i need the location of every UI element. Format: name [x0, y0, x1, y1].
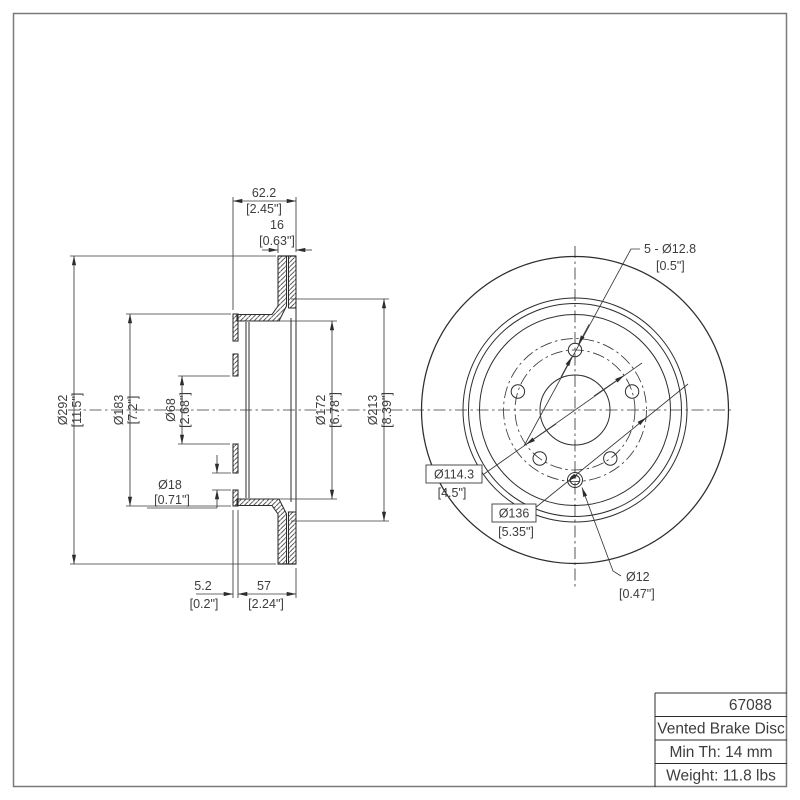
- section-left-plate-bottom: [236, 498, 288, 565]
- dim-label: Ø18: [158, 478, 182, 492]
- dimension-arrow: [637, 417, 647, 426]
- bolt-hole: [624, 384, 640, 399]
- dim-label: [0.5"]: [656, 259, 685, 273]
- sheet-frame: [12, 12, 788, 788]
- hat-outer-circle: [462, 297, 688, 523]
- dim-label: Ø68: [164, 398, 178, 422]
- dim-label: [2.68"]: [178, 392, 192, 428]
- dim-label: [6.78"]: [328, 392, 342, 428]
- leader-line: [523, 248, 640, 447]
- dim-band-thickness: 16 [0.63"]: [259, 218, 312, 253]
- dim-label: 5.2: [194, 579, 211, 593]
- dim-label: [0.2"]: [190, 597, 219, 611]
- section-flange-segment: [232, 489, 239, 507]
- bolt-hole: [603, 451, 618, 466]
- dim-label: 16: [270, 218, 284, 232]
- dimension-arrow: [593, 375, 625, 397]
- bolt-hole: [567, 342, 583, 358]
- dimension-arrow: [525, 423, 557, 445]
- bolt-hole: [532, 451, 547, 466]
- aux-circle: [503, 338, 647, 482]
- bolt-hole: [510, 384, 526, 399]
- dim-label: Ø213: [366, 395, 380, 426]
- dim-label: [4.5"]: [438, 486, 467, 500]
- dim-bolt-circle: Ø114.3 [4.5"]: [425, 362, 643, 500]
- dim-aux-circle: Ø136 [5.35"]: [491, 383, 689, 539]
- dimension-line: [534, 383, 689, 509]
- leader-line: [581, 487, 622, 577]
- section-right-plate-top: [287, 255, 297, 309]
- dim-label: [5.35"]: [498, 525, 534, 539]
- section-flange-segment: [232, 313, 239, 342]
- dim-label: Ø114.3: [434, 468, 474, 482]
- dim-overall-width: 62.2 [2.45"]: [232, 186, 297, 310]
- dim-label: [7.2"]: [126, 396, 140, 425]
- min-thickness: Min Th: 14 mm: [669, 744, 772, 761]
- dim-label: [0.63"]: [259, 234, 295, 248]
- section-flange-segment: [232, 353, 239, 377]
- dimension-arrow: [578, 324, 590, 345]
- dim-inner-band-diameter: Ø172 [6.78"]: [274, 320, 342, 500]
- part-name: Vented Brake Disc: [657, 721, 785, 738]
- section-left-plate-top: [236, 255, 288, 322]
- dim-flange-thickness: 5.2 [0.2"] 57 [2.24"]: [190, 510, 297, 611]
- hat-step-circle: [468, 303, 682, 517]
- dim-label: [11.5"]: [70, 393, 84, 428]
- pin-hole-outer: [567, 472, 583, 488]
- dim-label: [0.47"]: [619, 587, 655, 601]
- dim-label: [8.39"]: [380, 392, 394, 428]
- front-view: Ø114.3 [4.5"] 5 - Ø12.8 [0.5"] Ø136 [5.3…: [420, 242, 730, 601]
- section-right-plate-bottom: [287, 511, 297, 565]
- section-view: Ø292 [11.5"] Ø183 [7.2"] Ø68 [2.68"] Ø18: [56, 186, 394, 611]
- dim-label: [2.24"]: [248, 597, 284, 611]
- dimension-arrow: [560, 356, 573, 378]
- section-flange-segment: [232, 443, 239, 474]
- weight: Weight: 11.8 lbs: [666, 768, 776, 785]
- dim-label: 57: [257, 579, 271, 593]
- dimension-arrow: [567, 473, 577, 482]
- dim-center-bore: Ø68 [2.68"]: [164, 375, 230, 445]
- dim-label: Ø172: [314, 395, 328, 426]
- dim-bolt-holes: 5 - Ø12.8 [0.5"]: [523, 242, 696, 447]
- dim-label: Ø136: [499, 507, 530, 521]
- dim-pin-hole: Ø12 [0.47"]: [581, 487, 655, 601]
- hat-flange-circle: [479, 314, 671, 506]
- dim-hat-outer-diameter: Ø213 [8.39"]: [291, 298, 394, 522]
- dim-small-hole: Ø18 [0.71"]: [147, 455, 231, 509]
- dim-outer-diameter: Ø292 [11.5"]: [56, 255, 276, 565]
- dim-label: [2.45"]: [246, 202, 282, 216]
- dim-label-box: [425, 464, 483, 484]
- center-bore-circle: [539, 374, 611, 446]
- dim-label: Ø292: [56, 395, 70, 426]
- dim-label-box: [491, 503, 537, 523]
- outer-diameter-circle: [420, 255, 730, 565]
- dim-label: 5 - Ø12.8: [644, 242, 696, 256]
- dim-label: 62.2: [252, 186, 276, 200]
- bolt-circle: [514, 349, 636, 471]
- dim-hat-diameter: Ø183 [7.2"]: [112, 313, 231, 507]
- part-number: 67088: [729, 697, 772, 714]
- dim-label: [0.71"]: [154, 493, 190, 507]
- dim-label: Ø183: [112, 395, 126, 426]
- title-block: 67088 Vented Brake Disc Min Th: 14 mm We…: [654, 692, 787, 787]
- dim-label: Ø12: [626, 570, 650, 584]
